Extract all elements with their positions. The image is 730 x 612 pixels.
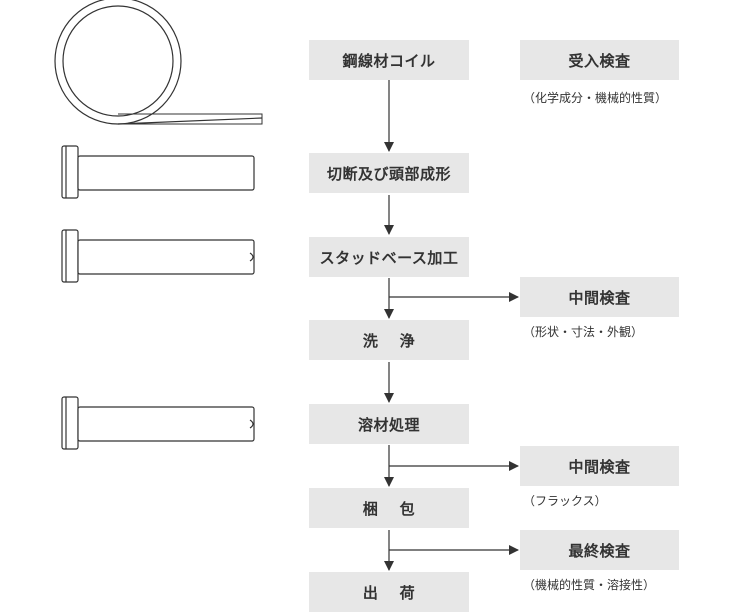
step-steel-wire-coil: 鋼線材コイル bbox=[309, 40, 469, 80]
inspection-final: 最終検査 bbox=[520, 530, 679, 570]
steel-coil-illustration bbox=[54, 0, 263, 125]
stud-headed-illustration bbox=[61, 145, 255, 199]
inspection-intermediate-1-note: （形状・寸法・外観） bbox=[523, 325, 644, 339]
step-stud-base-machining: スタッドベース加工 bbox=[309, 237, 469, 277]
step-cutting-heading: 切断及び頭部成形 bbox=[309, 153, 469, 193]
step-flux-treatment: 溶材処理 bbox=[309, 404, 469, 444]
step-packing: 梱 包 bbox=[309, 488, 469, 528]
step-shipping: 出 荷 bbox=[309, 572, 469, 612]
inspection-receiving-note: （化学成分・機械的性質） bbox=[523, 91, 668, 105]
inspection-final-note: （機械的性質・溶接性） bbox=[523, 578, 656, 592]
stud-flux-illustration bbox=[61, 396, 255, 450]
inspection-intermediate-2-note: （フラックス） bbox=[523, 494, 607, 508]
inspection-intermediate-2: 中間検査 bbox=[520, 446, 679, 486]
step-washing: 洗 浄 bbox=[309, 320, 469, 360]
flow-arrows bbox=[384, 80, 519, 571]
stud-machined-illustration bbox=[61, 229, 255, 283]
inspection-intermediate-1: 中間検査 bbox=[520, 277, 679, 317]
inspection-receiving: 受入検査 bbox=[520, 40, 679, 80]
